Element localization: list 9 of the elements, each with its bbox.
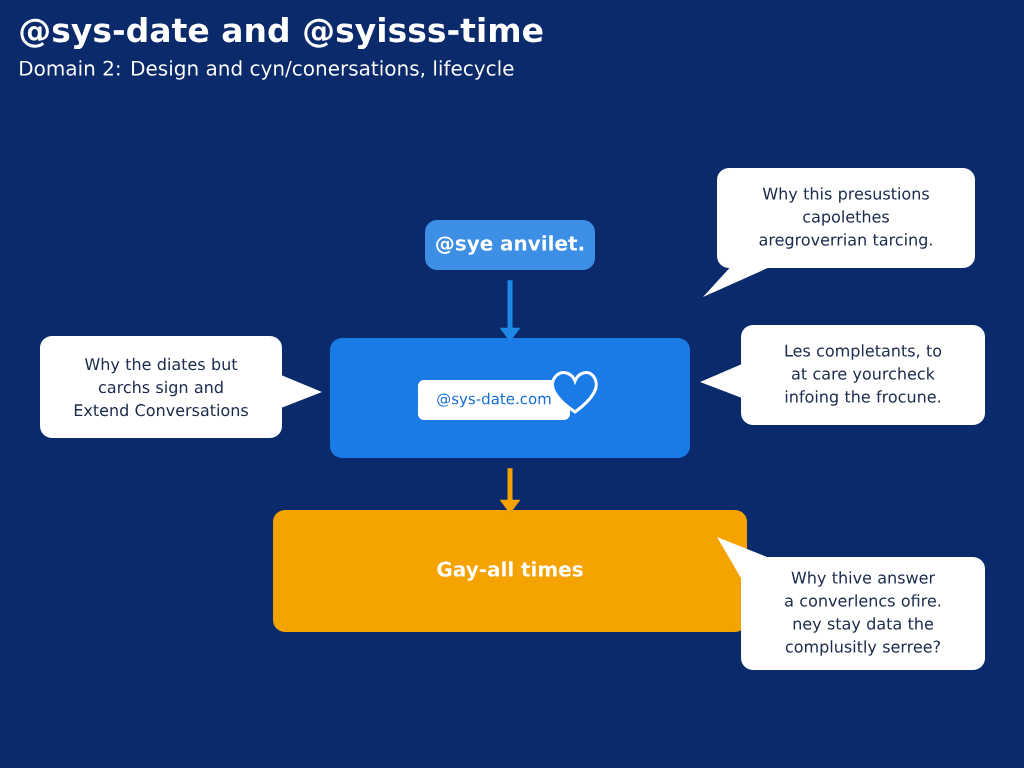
speech-bubble: Why this presustions capolethes aregroverrian tarcing.	[703, 168, 975, 297]
text-field: @sys-date.com	[418, 380, 570, 420]
speech-bubble: Why thive answer a converlencs ofire. ney stay data the complusitly serree?	[717, 537, 985, 670]
speech-bubble: Why the diates but carchs sign and Extend Conversations	[40, 336, 322, 438]
process-box: @sye anvilet.	[425, 220, 595, 270]
speech-bubble: Les completants, to at care yourcheck infoing the frocune.	[700, 325, 985, 425]
title: @sys-date and @syisss-time	[20, 16, 543, 50]
process-box: Gay-all times	[273, 510, 747, 632]
subtitle: Domain 2: Design and cyn/conersations, lifecycle	[20, 60, 514, 80]
